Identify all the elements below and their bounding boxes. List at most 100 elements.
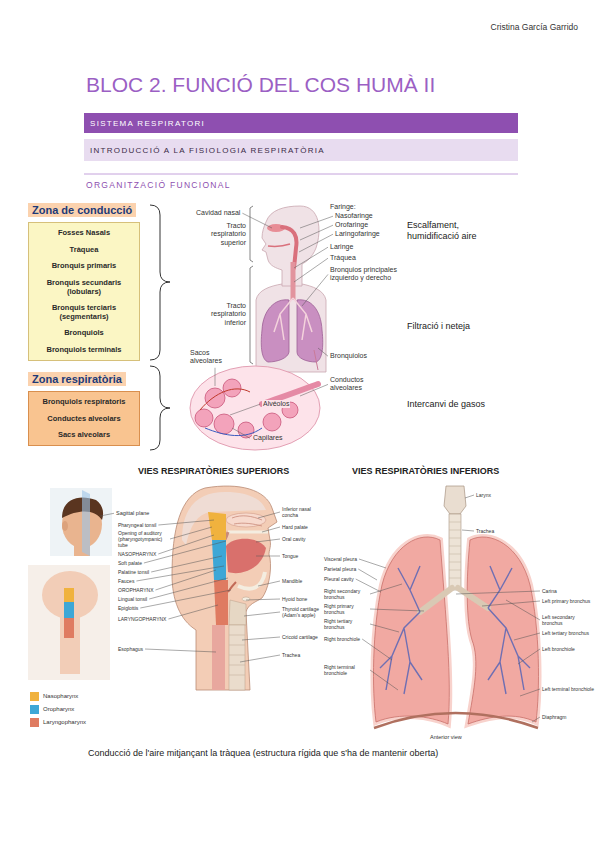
curly-brace <box>150 366 170 450</box>
primary-bronchi <box>420 588 488 612</box>
anatomy-label: Pharyngeal tonsil <box>118 522 156 528</box>
capillary <box>200 389 250 410</box>
anatomy-label: Opening of auditory (pharyngotympanic) t… <box>118 530 168 548</box>
leader-line <box>158 535 214 554</box>
alveolus <box>195 409 213 427</box>
leader-lines <box>100 213 540 722</box>
anatomy-label: Right primary bronchus <box>324 603 368 615</box>
page-title: BLOC 2. FUNCIÓ DEL COS HUMÀ II <box>86 72 435 97</box>
anatomy-label: Alvéolos <box>262 400 290 408</box>
pharynx <box>282 227 296 268</box>
leader-line <box>230 404 260 415</box>
zone-step: Bronquiols <box>64 329 104 338</box>
zone-heading: Zona respiratòria <box>28 372 126 386</box>
step-text: Bronquis primaris <box>52 262 117 271</box>
magnifier <box>190 366 320 450</box>
trachea-rings <box>449 522 461 578</box>
step-text: Bronquiols respiratoris <box>43 398 126 407</box>
step-text: Sacs alveolars <box>58 431 110 440</box>
anatomy-label: Laringe <box>330 243 353 251</box>
anatomy-label: Palatine tonsil <box>118 569 149 575</box>
band-title: SISTEMA RESPIRATORI <box>90 119 205 128</box>
curly-brace <box>150 205 170 360</box>
step-text: Fosses Nasals <box>58 229 110 238</box>
figure-heading: VIES RESPIRATÒRIES SUPERIORS <box>138 466 289 477</box>
alveolus <box>263 413 281 431</box>
anatomy-label: Faringe: <box>330 203 356 211</box>
cranium <box>182 492 266 545</box>
step-text: Bronquis terciaris (segmentaris) <box>32 304 136 321</box>
anatomy-label: Right tertiary bronchus <box>324 618 368 630</box>
step-text: Tràquea <box>70 246 99 255</box>
leader-line <box>300 384 328 396</box>
step-text: Bronquiols terminals <box>46 346 121 355</box>
leader-line <box>358 569 377 580</box>
anatomy-label: NASOPHARYNX <box>118 551 156 557</box>
bronchial-tree <box>488 566 530 694</box>
zone-step: Bronquiols respiratoris <box>43 398 126 407</box>
author-name: Cristina García Garrido <box>491 22 578 32</box>
zone-box: Zona de conduccióFosses NasalsTràqueaBro… <box>28 222 140 361</box>
anatomy-label: Anterior view <box>430 734 462 741</box>
function-note: Filtració i neteja <box>407 321 470 332</box>
inset-head <box>42 571 98 619</box>
pleura <box>374 537 450 724</box>
legend-swatch <box>30 692 39 701</box>
leader-line <box>151 556 222 572</box>
lung <box>467 537 538 724</box>
anatomy-label: Left terminal bronchiole <box>542 686 594 692</box>
bronchi <box>274 298 312 340</box>
lungs-figure <box>374 486 539 728</box>
leader-line <box>136 566 224 581</box>
leader-line <box>258 581 280 586</box>
nasal-cavity <box>226 513 266 527</box>
leader-line <box>462 530 474 531</box>
zone-step: Conductes alveolars <box>47 415 120 424</box>
anatomy-label: Trachea <box>282 652 300 658</box>
leader-line <box>370 670 398 690</box>
anatomy-label: Fauces <box>118 578 134 584</box>
anatomy-label: Tracto respiratorio superior <box>194 222 246 247</box>
zone-step: Tràquea <box>70 246 99 255</box>
anatomy-label: Right terminal bronchiole <box>324 664 368 676</box>
trachea <box>229 625 245 690</box>
zoom-line <box>314 350 318 370</box>
leader-line <box>145 649 216 652</box>
anatomy-label: Left tertiary bronchus <box>542 630 589 636</box>
anatomy-label: Larynx <box>476 492 491 498</box>
zone-step: Fosses Nasals <box>58 229 110 238</box>
zone-step: Bronquiols terminals <box>46 346 121 355</box>
body-figure <box>256 206 326 372</box>
step-text: Bronquis secundaris (lobulars) <box>32 279 136 296</box>
leader-line <box>370 609 424 611</box>
leader-line <box>520 689 540 696</box>
mandible <box>238 572 265 589</box>
leader-line <box>258 512 280 518</box>
anatomy-label: Epiglottis <box>118 605 138 611</box>
anatomy-label: LARYNGOPHARYNX <box>118 616 166 622</box>
leader-line <box>359 559 386 568</box>
anatomy-label: Lingual tonsil <box>118 596 147 602</box>
anatomy-label: Sagittal plane <box>116 510 149 517</box>
anatomy-label: Capilares <box>252 434 284 442</box>
anatomy-label: Right secondary bronchus <box>324 588 368 600</box>
tract-bracket <box>250 206 253 262</box>
anatomy-label: Orofaringe <box>335 221 368 229</box>
leader-line <box>514 633 540 640</box>
zone-box: Zona respiratòriaBronquiols respiratoris… <box>28 391 140 446</box>
leader-line <box>318 348 328 356</box>
inset-oropharynx <box>64 602 74 618</box>
tract-bracket <box>250 266 253 364</box>
leader-line <box>482 601 540 606</box>
legend-text: Oropharynx <box>43 706 74 713</box>
leader-line <box>170 527 212 539</box>
leader-line <box>370 584 402 594</box>
sagittal-plane <box>82 490 90 556</box>
leader-line <box>149 578 228 599</box>
anatomy-label: Nasofaringe <box>335 212 373 220</box>
anatomy-label: Laringofaringe <box>335 230 380 238</box>
head-section <box>172 486 277 690</box>
leader-line <box>294 247 328 268</box>
trachea <box>449 514 461 590</box>
